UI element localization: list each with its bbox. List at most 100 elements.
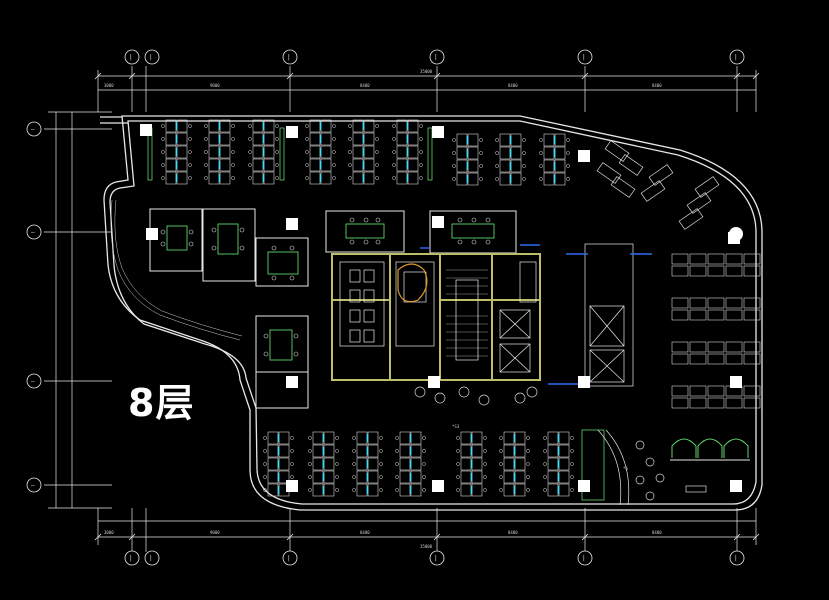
column: [140, 124, 152, 136]
elevator-shafts: [339, 243, 634, 387]
open-table: [689, 385, 707, 397]
open-table: [689, 253, 707, 265]
structural-columns: [140, 124, 743, 492]
workstation-cluster: [308, 431, 339, 497]
svg-text:—: —: [31, 378, 35, 385]
dimension-lines: [44, 66, 757, 552]
workstation-cluster: [352, 431, 383, 497]
room-annotations: 3000 9000 8400 8400 8400 35000 3000 9000…: [104, 69, 662, 549]
svg-text:8400: 8400: [360, 83, 370, 88]
open-table: [671, 253, 689, 265]
dimension-ticks: [94, 72, 760, 541]
workstation-cluster: [452, 133, 483, 186]
workstation-cluster: [543, 431, 574, 497]
building-core: [331, 253, 541, 381]
workstation-clusters: [147, 119, 605, 501]
open-table: [725, 353, 743, 365]
workstation-cluster: [499, 431, 530, 497]
svg-text:35000: 35000: [420, 69, 433, 74]
column-round: [729, 227, 743, 241]
open-table: [743, 253, 761, 265]
axis-bubble-labels: || || || || || || —— ——: [31, 54, 738, 562]
svg-text:*6: *6: [623, 466, 628, 471]
open-table: [743, 353, 761, 365]
open-table: [725, 297, 743, 309]
open-table: [725, 309, 743, 321]
svg-text:|: |: [734, 54, 738, 61]
workstation-cluster: [495, 133, 526, 186]
open-table: [689, 309, 707, 321]
workstation-cluster: [263, 431, 294, 497]
open-table: [671, 385, 689, 397]
open-table: [689, 341, 707, 353]
svg-text:|: |: [149, 54, 153, 61]
svg-text:8400: 8400: [508, 530, 518, 535]
column: [286, 126, 298, 138]
meeting-tables: [166, 223, 495, 361]
workstation-cluster: [395, 431, 426, 497]
diagonal-desks: [596, 140, 720, 230]
open-table: [671, 297, 689, 309]
column: [432, 480, 444, 492]
open-table: [707, 265, 725, 277]
svg-text:|: |: [582, 555, 586, 562]
svg-text:|: |: [434, 54, 438, 61]
svg-text:|: |: [129, 555, 133, 562]
open-table: [671, 397, 689, 409]
svg-text:|: |: [129, 54, 133, 61]
open-table: [689, 297, 707, 309]
workstation-cluster: [204, 119, 235, 185]
svg-text:9000: 9000: [210, 83, 220, 88]
open-table: [689, 397, 707, 409]
svg-text:8400: 8400: [508, 83, 518, 88]
open-table: [707, 341, 725, 353]
svg-text:35000: 35000: [420, 544, 433, 549]
column: [432, 216, 444, 228]
open-table: [707, 397, 725, 409]
lounge-area: [414, 386, 707, 506]
blue-markers: [420, 244, 652, 385]
open-table: [743, 297, 761, 309]
workstation-cluster: [248, 119, 279, 185]
open-table: [689, 265, 707, 277]
open-table: [725, 265, 743, 277]
open-table: [671, 353, 689, 365]
svg-text:|: |: [149, 555, 153, 562]
axis-bubbles: [26, 49, 745, 566]
open-table: [707, 297, 725, 309]
workstation-cluster: [161, 119, 192, 185]
open-table: [707, 353, 725, 365]
workstation-cluster: [348, 119, 379, 185]
open-table: [725, 253, 743, 265]
column: [286, 376, 298, 388]
stair-treads: [446, 269, 488, 357]
open-table: [743, 385, 761, 397]
core-detail-orange: [397, 263, 428, 303]
svg-text:—: —: [31, 126, 35, 133]
open-table: [671, 265, 689, 277]
workstation-cluster: [305, 119, 336, 185]
svg-text:3000: 3000: [104, 83, 114, 88]
meeting-rooms: [149, 208, 517, 409]
open-table: [743, 397, 761, 409]
open-table: [707, 385, 725, 397]
open-table: [725, 341, 743, 353]
open-table: [743, 265, 761, 277]
svg-text:*S3: *S3: [452, 424, 460, 429]
green-partitions: [147, 127, 605, 501]
arched-booths: [670, 438, 750, 461]
column: [146, 228, 158, 240]
svg-text:—: —: [31, 229, 35, 236]
column: [286, 218, 298, 230]
svg-text:3000: 3000: [104, 530, 114, 535]
open-table: [689, 353, 707, 365]
floor-label: 8层: [128, 381, 195, 425]
svg-text:8400: 8400: [360, 530, 370, 535]
meeting-chairs: [160, 217, 491, 357]
svg-text:|: |: [434, 555, 438, 562]
svg-text:—: —: [31, 482, 35, 489]
open-table: [743, 341, 761, 353]
column: [578, 480, 590, 492]
curtain-wall: [110, 199, 243, 341]
